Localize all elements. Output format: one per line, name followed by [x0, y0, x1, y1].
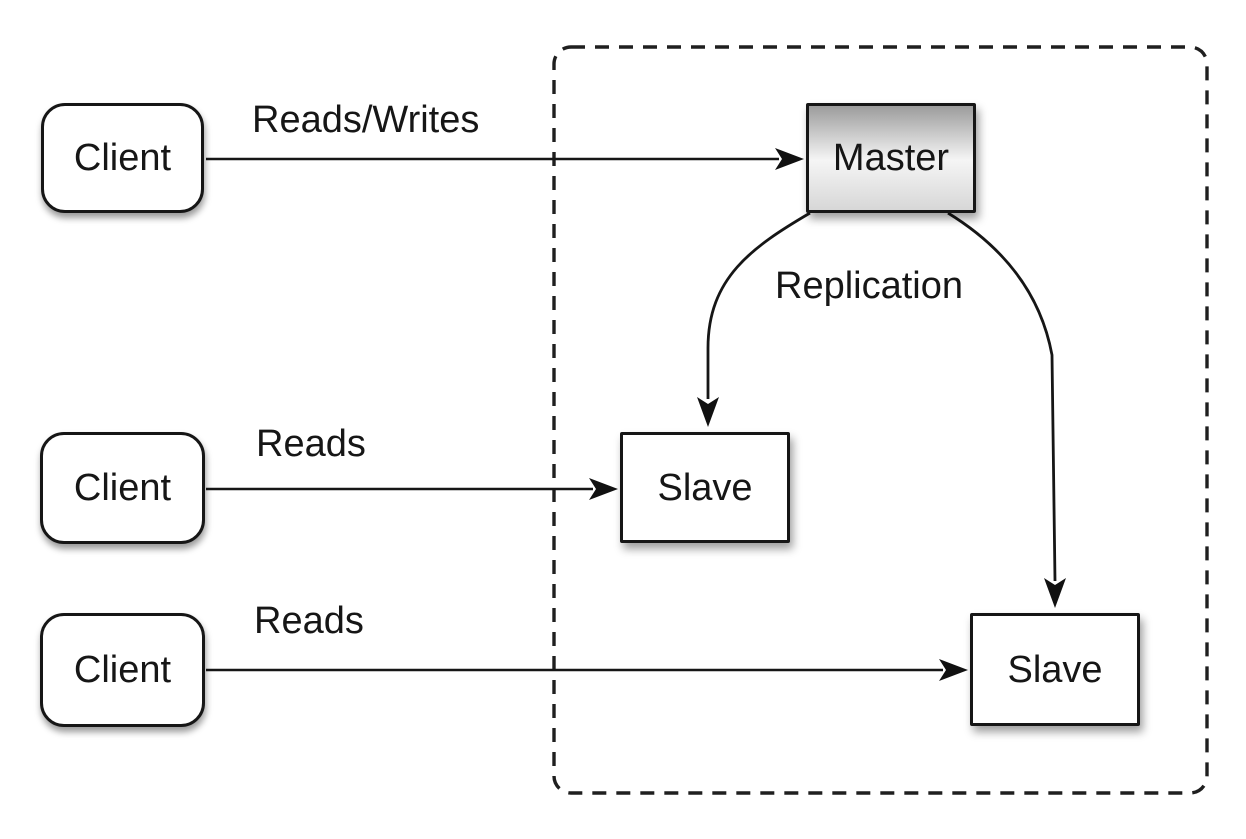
node-slave-1-label: Slave [657, 466, 753, 509]
node-slave-2-label: Slave [1007, 648, 1103, 691]
node-client-3-label: Client [73, 649, 172, 691]
node-client-2-label: Client [73, 467, 172, 509]
arrowhead-client2-slave1 [589, 478, 618, 500]
node-client-2: Client [40, 432, 205, 544]
edge-master-slave1 [706, 211, 811, 399]
node-master: Master [806, 103, 976, 213]
node-client-1-label: Client [73, 137, 172, 179]
node-slave-2: Slave [970, 613, 1140, 726]
arrowhead-master-slave1 [697, 397, 719, 427]
node-client-3: Client [40, 613, 205, 727]
arrowhead-client3-slave2 [939, 659, 968, 681]
node-master-label: Master [832, 137, 950, 179]
edge-master-slave2 [947, 211, 1057, 582]
arrowhead-client1-master [775, 148, 804, 170]
edge-label-reads-top: Reads [256, 423, 366, 465]
arrowhead-master-slave2 [1044, 578, 1066, 608]
cluster-boundary [552, 45, 1209, 795]
edge-label-reads-bottom: Reads [254, 600, 364, 642]
edge-label-reads-writes: Reads/Writes [252, 99, 480, 141]
node-client-1: Client [41, 103, 204, 213]
edge-label-replication: Replication [775, 265, 963, 307]
node-slave-1: Slave [620, 432, 790, 543]
